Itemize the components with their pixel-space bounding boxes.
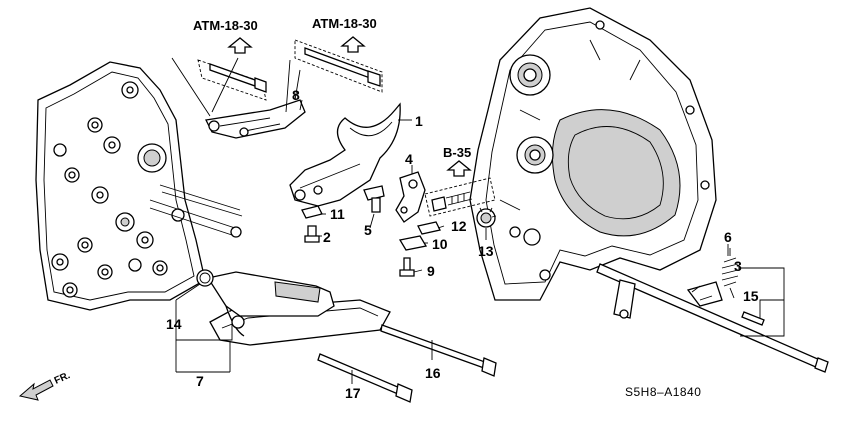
callout-12[interactable]: 12 [451, 218, 467, 234]
up-arrow-icon [227, 37, 253, 54]
pin-part-5 [363, 185, 385, 213]
callout-13[interactable]: 13 [478, 243, 494, 259]
up-arrow-icon [340, 36, 366, 53]
strainer-part-7 [206, 271, 391, 346]
callout-6[interactable]: 6 [724, 229, 732, 245]
bracket-part-8 [205, 99, 306, 139]
callout-3[interactable]: 3 [734, 258, 742, 274]
callout-8[interactable]: 8 [292, 87, 300, 103]
reference-atm-left[interactable]: ATM-18-30 [193, 18, 258, 33]
callout-14[interactable]: 14 [166, 316, 182, 332]
valve-bores [51, 81, 185, 298]
callout-9[interactable]: 9 [427, 263, 435, 279]
diagram-code: S5H8–A1840 [625, 385, 701, 399]
front-direction-label: FR. [53, 370, 72, 387]
callout-1[interactable]: 1 [415, 113, 423, 129]
spring-part-6 [721, 248, 739, 299]
reference-b35[interactable]: B-35 [443, 145, 471, 160]
callout-10[interactable]: 10 [432, 236, 448, 252]
atm-bolt-right [294, 39, 383, 93]
shift-fork-part-1 [289, 102, 401, 207]
atm-bolt-left [197, 59, 267, 101]
bolt-part-17 [317, 353, 413, 403]
callout-15[interactable]: 15 [743, 288, 759, 304]
bolt-part-2 [304, 225, 320, 243]
clip-part-12 [417, 221, 441, 235]
callout-5[interactable]: 5 [364, 222, 372, 238]
clip-part-11 [301, 205, 323, 219]
up-arrow-icon [446, 160, 472, 177]
callout-2[interactable]: 2 [323, 229, 331, 245]
callout-16[interactable]: 16 [425, 365, 441, 381]
leader-lines [175, 99, 785, 384]
bolt-part-16 [380, 324, 497, 377]
shift-shaft-part-3 [596, 263, 829, 373]
valve-body [35, 61, 243, 311]
bolt-part-9 [399, 257, 415, 277]
transmission-housing [469, 7, 717, 301]
front-direction-arrow-icon [18, 379, 54, 401]
callout-17[interactable]: 17 [345, 385, 361, 401]
oring-part-14 [196, 269, 214, 287]
pin-part-15 [741, 311, 765, 326]
detent-kit [424, 177, 496, 217]
callout-4[interactable]: 4 [405, 151, 413, 167]
reference-atm-right[interactable]: ATM-18-30 [312, 16, 377, 31]
callout-7[interactable]: 7 [196, 373, 204, 389]
gear-part-13 [476, 207, 497, 228]
plate-part-10 [398, 235, 428, 251]
callout-11[interactable]: 11 [330, 206, 345, 222]
lever-part-4 [395, 171, 426, 223]
